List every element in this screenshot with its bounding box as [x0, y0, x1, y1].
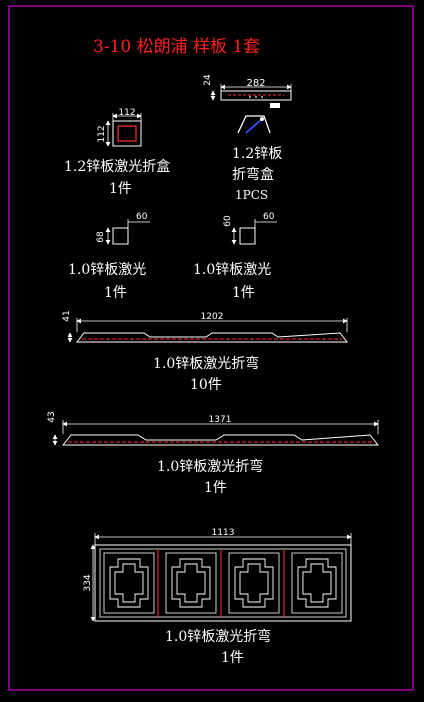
dim-24: 24 — [203, 74, 213, 86]
panel-inner-frame — [99, 548, 347, 618]
square-left-title: 1.0锌板激光 — [68, 261, 146, 278]
dim-41: 41 — [62, 310, 72, 321]
tray-detail-mark — [270, 103, 280, 108]
tray-blue-line — [245, 118, 263, 134]
dim-68: 68 — [96, 231, 106, 243]
box-fold-lines — [117, 125, 137, 142]
panel-quantity: 1件 — [221, 650, 244, 666]
square-right-title: 1.0锌板激光 — [193, 261, 271, 278]
square-left-part: 60 68 1.0锌板激光 1件 — [68, 212, 150, 301]
lattice-pattern — [234, 558, 274, 608]
strip-1202-part: 1202 41 1.0锌板激光折弯 10件 — [62, 310, 349, 393]
lattice-pattern — [171, 558, 211, 608]
tray-quantity: 1PCS — [235, 188, 268, 202]
dim-43: 43 — [47, 411, 57, 422]
lattice-pattern — [239, 563, 269, 603]
lattice-cell — [228, 552, 280, 614]
strip-1202-outline — [75, 332, 349, 343]
lattice-cell — [165, 552, 217, 614]
strip-1371-outline — [61, 434, 380, 446]
drawing-title: 3-10 松朗浦 样板 1套 — [93, 37, 260, 57]
lattice-cell-border — [291, 552, 343, 614]
strip-1371-part: 1371 43 1.0锌板激光折弯 1件 — [47, 411, 380, 496]
lattice-pattern — [297, 558, 337, 608]
tray-hole — [261, 96, 263, 98]
tray-title-line1: 1.2锌板 — [232, 146, 282, 162]
dim-60-right-side: 60 — [223, 215, 233, 227]
panel-title: 1.0锌板激光折弯 — [165, 628, 271, 645]
lattice-cells — [103, 552, 343, 614]
dim-1371: 1371 — [209, 415, 232, 425]
square-left-quantity: 1件 — [104, 285, 127, 301]
square-right-quantity: 1件 — [232, 285, 255, 301]
lattice-pattern — [114, 563, 144, 603]
tray-title-line2: 折弯盒 — [232, 166, 274, 183]
square-right-outline — [239, 227, 256, 245]
lattice-pattern — [302, 563, 332, 603]
dim-112-width: 112 — [118, 108, 135, 118]
strip1202-title: 1.0锌板激光折弯 — [153, 355, 259, 372]
dim-112-height: 112 — [97, 125, 107, 142]
lattice-panel-part: 1113 334 1.0锌板激光折弯 1件 — [83, 528, 352, 666]
lattice-cell — [103, 552, 155, 614]
tray-hole — [249, 96, 251, 98]
tray-section-profile — [237, 115, 271, 134]
box-112-part: 112 112 1.2锌板激光折盒 1件 — [64, 108, 170, 197]
tray-point — [260, 117, 264, 121]
dim-60-right-top: 60 — [263, 212, 275, 222]
strip1371-quantity: 1件 — [204, 480, 227, 496]
dim-1202: 1202 — [201, 312, 224, 322]
lattice-cell-border — [228, 552, 280, 614]
box-outline — [112, 120, 142, 147]
tray-top-view — [220, 90, 292, 101]
panel-outer-frame — [94, 544, 352, 622]
strip1371-title: 1.0锌板激光折弯 — [157, 458, 263, 475]
strip1202-quantity: 10件 — [190, 377, 222, 393]
box112-title: 1.2锌板激光折盒 — [64, 158, 170, 175]
dim-60-left: 60 — [136, 212, 148, 222]
lattice-pattern — [109, 558, 149, 608]
square-left-outline — [112, 227, 129, 245]
dim-334: 334 — [83, 574, 93, 591]
dim-282: 282 — [246, 78, 265, 89]
lattice-cell-border — [165, 552, 217, 614]
tray-part: 282 24 1.2锌板 折弯盒 1PCS — [203, 74, 292, 202]
dim-1113: 1113 — [212, 528, 235, 538]
lattice-pattern — [176, 563, 206, 603]
drawing-frame — [8, 5, 414, 691]
box112-quantity: 1件 — [109, 181, 132, 197]
tray-hole — [255, 96, 257, 98]
square-right-part: 60 60 1.0锌板激光 1件 — [193, 212, 277, 301]
lattice-cell-border — [103, 552, 155, 614]
lattice-cell — [291, 552, 343, 614]
